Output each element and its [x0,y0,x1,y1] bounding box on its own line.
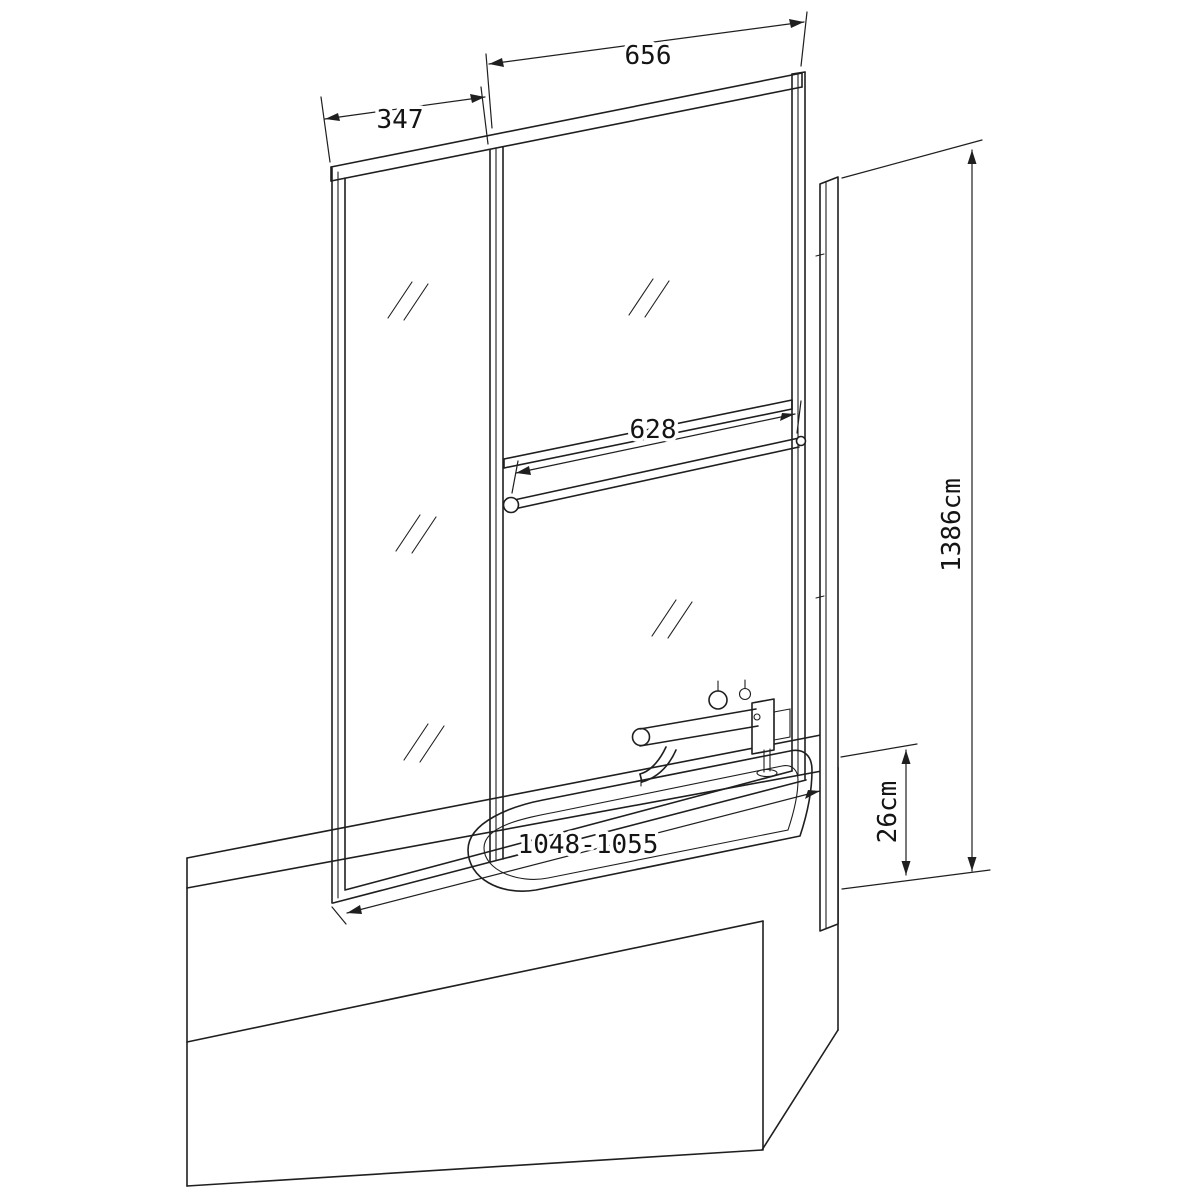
extension-line [511,460,519,494]
faucet [631,679,791,787]
dimension-line [488,21,805,65]
extension-line [840,743,918,758]
frame-bottom-rail-inner [344,770,793,891]
arrow-left [347,905,362,914]
glass-reflection-icon [651,599,693,639]
extension-line [331,906,347,925]
tub-rim-back-edge [186,733,827,859]
arrow-right [780,413,795,421]
frame-top-rail-inner [330,86,803,182]
glass-reflection-marks [387,278,693,763]
faucet-body-end-cap [631,727,651,747]
dimension-656: 656 [485,11,808,129]
faucet-body-bottom [639,725,759,747]
extension-line [485,53,493,129]
dimension-line [324,96,486,120]
glass-reflection-icon [387,281,429,321]
dimension-26-label: 26cm [873,781,903,844]
wall-profile-screw-mark-upper [815,253,825,257]
towel-bar-bottom-line [513,446,800,510]
faucet-wall-bracket [751,698,775,755]
frame-bottom-rail-outer [332,779,807,904]
extension-line [320,96,331,163]
dimension-1386-label: 1386cm [937,478,967,572]
wall-profile-body [819,176,839,932]
faucet-spout-inner [641,749,677,783]
arrow-right [470,94,485,103]
arrow-left [489,58,504,67]
dimension-line [346,790,821,914]
dimension-1048-1055-label: 1048-1055 [518,830,659,860]
dimension-line [515,413,796,474]
faucet-handle-knob [708,690,728,710]
tub-apron-seam [186,920,764,1043]
arrow-down [901,861,911,875]
glass-reflection-icon [403,723,445,763]
arrow-left [516,466,531,475]
tub-apron-bottom-edge [186,1149,763,1187]
tub-basin-outer-contour [467,749,813,892]
arrow-up [967,150,977,164]
extension-line [480,86,489,145]
dimension-347: 347 [320,86,489,163]
frame-top-rail-outer [330,72,803,168]
dimension-1048-1055: 1048-1055 [331,790,821,925]
arrow-right [789,19,804,28]
towel-bar-left-knob [502,496,520,514]
arrow-up [901,750,911,764]
towel-bar [502,435,807,514]
dimension-656-label: 656 [625,41,672,71]
dimension-628: 628 [511,400,802,494]
wall-profile [815,176,839,932]
faucet-screw-detail [753,713,761,721]
dimension-347-label: 347 [377,105,424,135]
frame-crossbar-bottom [503,408,793,469]
dimension-26: 26cm [840,743,918,876]
shower-screen-frame [330,71,807,904]
faucet-side-box [773,708,791,741]
faucet-diverter-knob [738,687,752,701]
frame-right-stile-top-cap [791,71,806,75]
faucet-mount-base [756,768,778,778]
extension-line [841,139,983,179]
bathtub [186,733,839,1187]
wall-profile-screw-mark-lower [815,595,825,599]
arrow-down [967,857,977,871]
extension-line [796,400,802,434]
dimension-1386: 1386cm [841,139,991,890]
glass-reflection-icon [395,514,437,554]
glass-reflection-icon [628,278,670,318]
extension-line [800,11,808,67]
faucet-spout-outer [639,746,667,775]
extension-line [841,869,991,890]
tub-apron-chamfer [761,1029,839,1151]
faucet-body-top [639,708,757,730]
frame-crossbar-top [503,399,793,460]
arrow-left [325,113,340,121]
dimension-628-label: 628 [630,415,677,445]
towel-bar-top-line [513,437,800,501]
arrow-right [805,790,820,799]
towel-bar-right-bracket [795,435,807,447]
